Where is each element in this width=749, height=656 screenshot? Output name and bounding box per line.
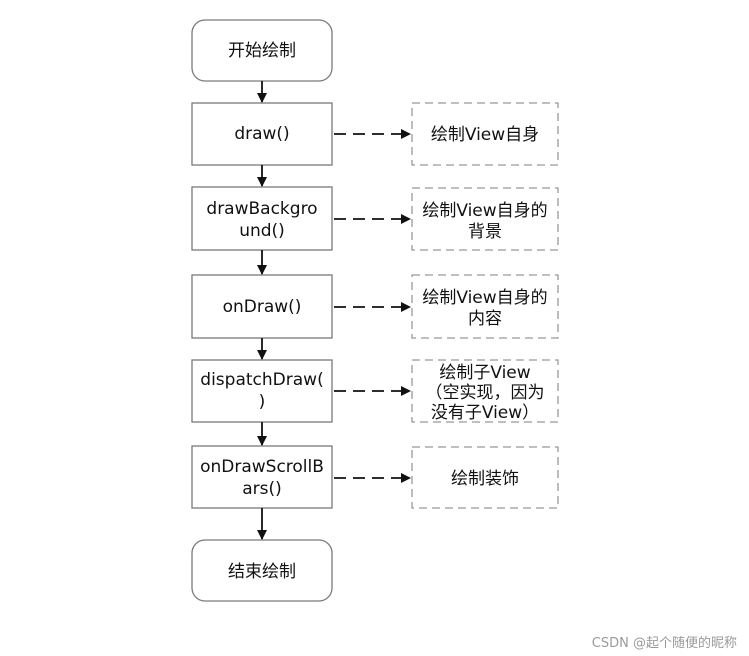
node-drawBackground-label-line2: und() <box>239 221 285 241</box>
node-dispatchDraw: dispatchDraw( ) <box>191 359 333 423</box>
note-drawBackground: 绘制View自身的 背景 <box>411 187 559 251</box>
note-dispatchDraw-line2: （空实现，因为 <box>426 383 545 403</box>
node-onDraw-label: onDraw() <box>223 297 302 317</box>
node-end: 结束绘制 <box>191 539 333 602</box>
node-dispatchDraw-label-line1: dispatchDraw( <box>200 370 323 390</box>
node-drawBackground: drawBackgro und() <box>191 186 333 251</box>
node-drawBackground-label-line1: drawBackgro <box>206 199 317 219</box>
note-dispatchDraw: 绘制子View （空实现，因为 没有子View） <box>411 359 559 423</box>
node-onDraw: onDraw() <box>191 274 333 339</box>
note-onDrawScrollBars-text: 绘制装饰 <box>451 469 519 489</box>
node-start: 开始绘制 <box>191 19 333 82</box>
note-dispatchDraw-line3: 没有子View） <box>431 403 539 423</box>
note-drawBackground-line1: 绘制View自身的 <box>422 201 547 221</box>
node-onDrawScrollBars-label-line1: onDrawScrollB <box>200 457 324 477</box>
node-start-label: 开始绘制 <box>228 41 296 61</box>
note-dispatchDraw-line1: 绘制子View <box>439 363 530 383</box>
note-onDraw-line1: 绘制View自身的 <box>422 288 547 308</box>
note-draw: 绘制View自身 <box>411 102 559 166</box>
node-draw-label: draw() <box>234 124 289 144</box>
node-onDrawScrollBars-label-line2: ars() <box>242 479 282 499</box>
note-drawBackground-line2: 背景 <box>468 222 502 242</box>
node-onDrawScrollBars: onDrawScrollB ars() <box>191 445 333 509</box>
node-end-label: 结束绘制 <box>228 562 296 582</box>
node-draw: draw() <box>191 102 333 166</box>
watermark: CSDN @起个随便的昵称 <box>592 635 737 651</box>
node-dispatchDraw-label-line2: ) <box>259 392 266 412</box>
note-connectors <box>334 129 411 483</box>
note-draw-text: 绘制View自身 <box>431 125 539 145</box>
note-onDraw: 绘制View自身的 内容 <box>411 274 559 339</box>
note-onDrawScrollBars: 绘制装饰 <box>411 446 559 509</box>
note-onDraw-line2: 内容 <box>468 309 502 329</box>
